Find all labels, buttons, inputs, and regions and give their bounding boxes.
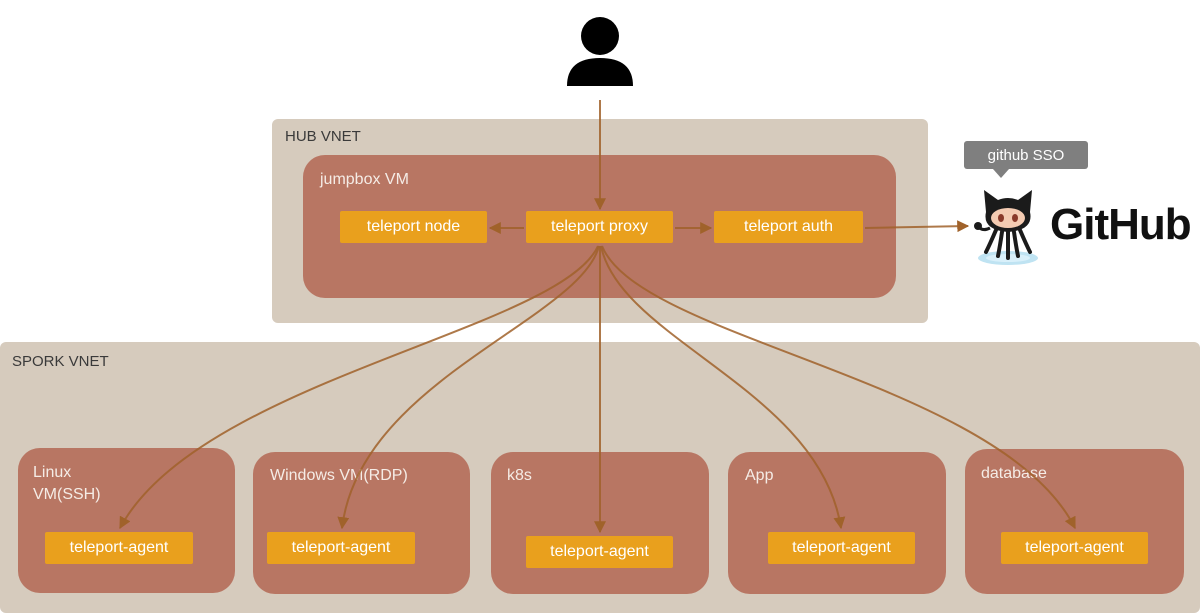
app-label: App [745,467,774,484]
k8s-label: k8s [507,467,532,484]
linux-vm-label: Linux VM(SSH) [33,464,101,503]
hub-vnet-label: HUB VNET [285,128,361,145]
teleport-agent-app[interactable]: teleport-agent [768,532,915,564]
sso-bubble-pointer [993,169,1009,178]
github-wordmark: GitHub [1050,200,1192,249]
teleport-agent-k8s[interactable]: teleport-agent [526,536,673,568]
teleport-auth[interactable]: teleport auth [714,211,863,243]
teleport-node[interactable]: teleport node [340,211,487,243]
teleport-proxy[interactable]: teleport proxy [526,211,673,243]
teleport-agent-windows[interactable]: teleport-agent [267,532,415,564]
teleport-agent-linux[interactable]: teleport-agent [45,532,193,564]
spork-vnet-label: SPORK VNET [12,353,109,370]
teleport-agent-database[interactable]: teleport-agent [1001,532,1148,564]
database-label: database [981,465,1047,482]
jumpbox-vm-label: jumpbox VM [320,171,409,188]
octocat-icon [972,182,1044,268]
user-icon [563,14,637,88]
github-sso-bubble: github SSO [964,141,1088,169]
windows-vm-label: Windows VM(RDP) [270,467,408,484]
